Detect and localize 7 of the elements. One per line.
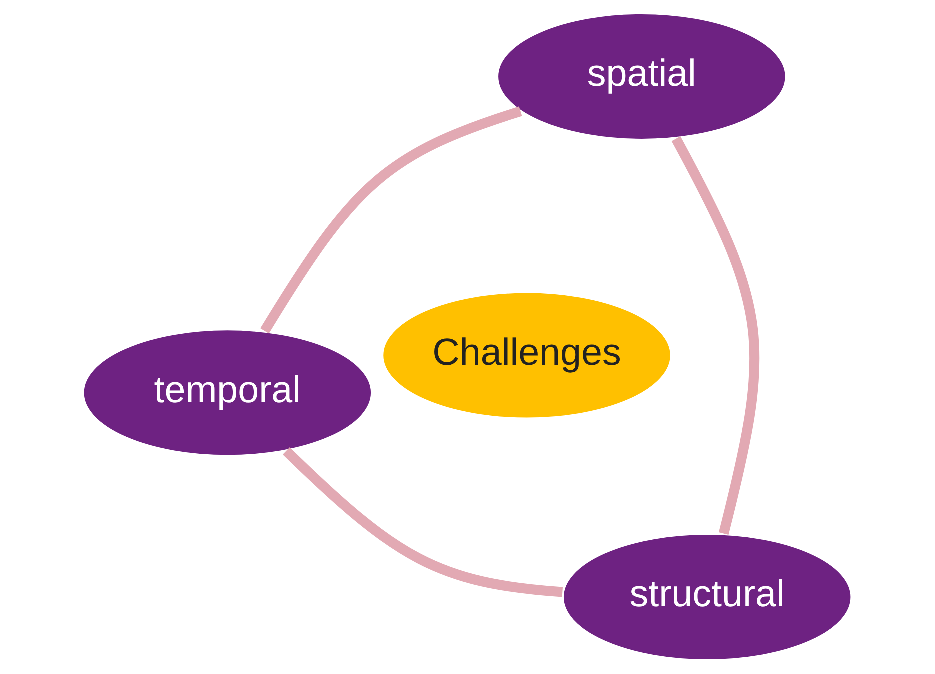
- connector: [260, 106, 522, 334]
- node-ellipse: spatial: [496, 12, 788, 142]
- node-ellipse: Challenges: [381, 290, 673, 420]
- node-ellipse: temporal: [82, 328, 374, 458]
- connector: [282, 447, 564, 598]
- connector: [672, 136, 760, 535]
- node-ellipse: structural: [561, 532, 854, 662]
